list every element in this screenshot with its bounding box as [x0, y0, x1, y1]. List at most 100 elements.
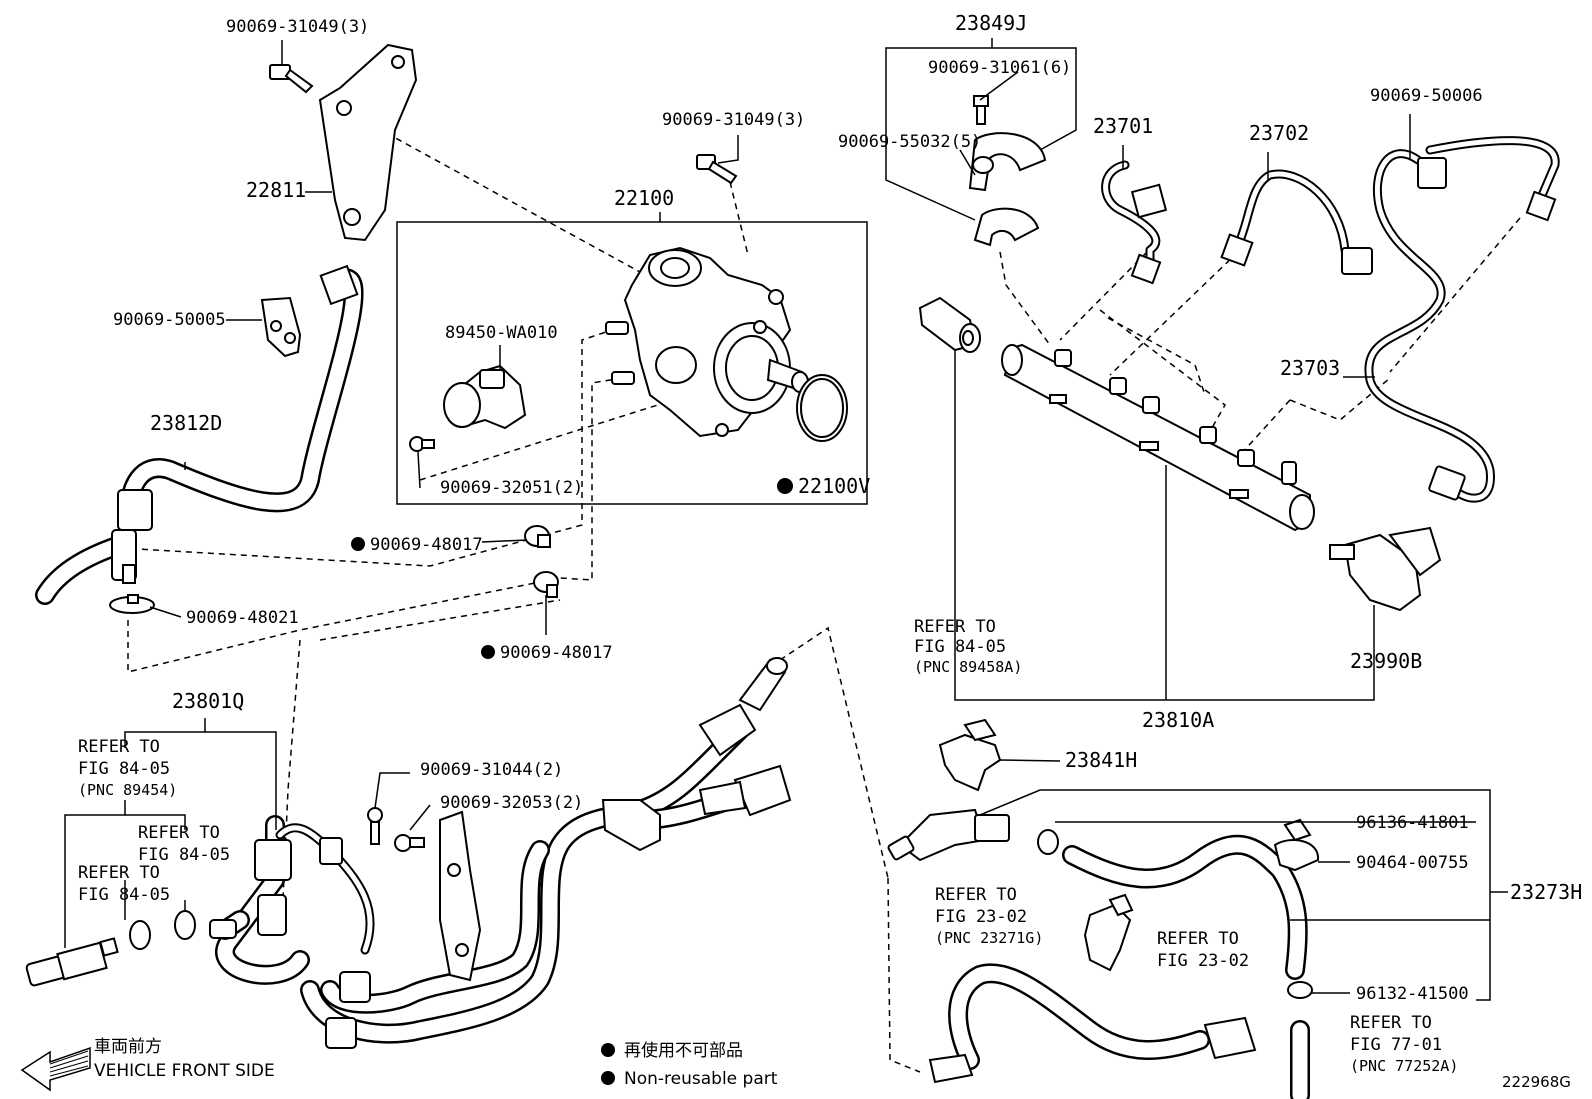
label-90069-31061: 90069-31061(6) — [928, 58, 1071, 78]
refer-note-89458A: REFER TO FIG 84-05 (PNC 89458A) — [914, 617, 1022, 676]
bolt-mid — [696, 154, 738, 185]
clip-55032 — [973, 207, 1040, 247]
bracket-23841H — [938, 718, 1002, 792]
label-23812D: 23812D — [150, 411, 222, 435]
label-90069-32053: 90069-32053(2) — [440, 793, 583, 813]
svg-text:FIG 23-02: FIG 23-02 — [935, 907, 1027, 927]
svg-text:REFER TO: REFER TO — [78, 737, 160, 757]
refer-note-23-02: REFER TO FIG 23-02 — [1157, 929, 1249, 971]
svg-text:FIG 84-05: FIG 84-05 — [138, 845, 230, 865]
harness-23701 — [1101, 160, 1168, 285]
legend-dot-icon — [601, 1071, 615, 1085]
bolt-32051 — [409, 436, 435, 452]
label-90069-48021: 90069-48021 — [186, 608, 299, 628]
valve-23990B — [1329, 526, 1442, 612]
fuel-rail-23810A — [1001, 343, 1315, 532]
valve-89450 — [443, 364, 527, 430]
temp-sensor — [25, 937, 119, 987]
harness-23702 — [1220, 169, 1373, 275]
label-23273H: 23273H — [1510, 880, 1582, 904]
bracket-22811 — [318, 43, 418, 242]
svg-text:(PNC 89458A): (PNC 89458A) — [914, 658, 1022, 676]
refer-note-23271G: REFER TO FIG 23-02 (PNC 23271G) — [935, 885, 1043, 947]
label-23703: 23703 — [1280, 356, 1340, 380]
svg-text:FIG 84-05: FIG 84-05 — [914, 637, 1006, 657]
clip-48017-b — [533, 571, 559, 598]
label-90069-55032: 90069-55032(5) — [838, 132, 981, 152]
label-96136-41801: 96136-41801 — [1356, 813, 1469, 833]
hose-23273H — [1062, 834, 1308, 980]
clamp-90069-50005 — [260, 296, 302, 358]
label-90069-31049-mid: 90069-31049(3) — [662, 110, 805, 130]
legend-nonreusable-en: Non-reusable part — [624, 1069, 778, 1089]
legend-dot-icon — [601, 1043, 615, 1057]
nonreusable-dot-48017-a — [351, 537, 365, 551]
front-arrow-icon — [20, 1046, 91, 1092]
label-90069-50005: 90069-50005 — [113, 310, 226, 330]
label-90069-50006: 90069-50006 — [1370, 86, 1483, 106]
part-labels: 90069-31049(3) 22811 90069-50005 23812D … — [113, 11, 1582, 1004]
refer-note-77252A: REFER TO FIG 77-01 (PNC 77252A) — [1350, 1013, 1458, 1075]
o-ring-left-a — [129, 920, 151, 950]
nonreusable-dot-22100V — [777, 478, 793, 494]
svg-text:FIG 77-01: FIG 77-01 — [1350, 1035, 1442, 1055]
bolt-32053 — [394, 834, 425, 852]
label-22100V: 22100V — [798, 474, 870, 498]
label-23701: 23701 — [1093, 114, 1153, 138]
pressure-sensor — [918, 296, 981, 353]
clip-90069-48021 — [109, 594, 155, 614]
label-90069-48017-a: 90069-48017 — [370, 535, 483, 555]
label-22811: 22811 — [246, 178, 306, 202]
label-89450: 89450-WA010 — [445, 323, 558, 343]
legend-front-en: VEHICLE FRONT SIDE — [94, 1061, 275, 1081]
label-23702: 23702 — [1249, 121, 1309, 145]
clip-96136 — [1037, 829, 1059, 855]
label-90069-48017-b: 90069-48017 — [500, 643, 613, 663]
bolt-top — [269, 64, 314, 94]
legend: 車両前方 VEHICLE FRONT SIDE 再使用不可部品 Non-reus… — [20, 1037, 1571, 1092]
label-23849J: 23849J — [955, 11, 1027, 35]
bracket-23849J — [968, 95, 1047, 192]
label-23810A: 23810A — [1142, 708, 1214, 732]
label-90069-31044: 90069-31044(2) — [420, 760, 563, 780]
legend-front-jp: 車両前方 — [94, 1037, 162, 1057]
svg-text:REFER TO: REFER TO — [914, 617, 996, 637]
o-ring-left-b — [174, 910, 196, 940]
svg-text:FIG 84-05: FIG 84-05 — [78, 885, 170, 905]
clip-96132 — [1287, 981, 1313, 999]
svg-text:REFER TO: REFER TO — [138, 823, 220, 843]
label-96132-41500: 96132-41500 — [1356, 984, 1469, 1004]
refer-notes: REFER TO FIG 84-05 (PNC 89458A) REFER TO… — [78, 617, 1458, 1075]
label-23801Q: 23801Q — [172, 689, 244, 713]
label-90464-00755: 90464-00755 — [1356, 853, 1469, 873]
pump-assembly-box — [396, 221, 868, 505]
hose-23812D — [35, 264, 364, 605]
refer-note-84-05-b: REFER TO FIG 84-05 — [78, 863, 170, 905]
label-23990B: 23990B — [1350, 649, 1422, 673]
clip-48017-a — [524, 525, 551, 548]
label-90069-31049-top: 90069-31049(3) — [226, 17, 369, 37]
tube-23801Q — [209, 815, 375, 985]
label-22100: 22100 — [614, 186, 674, 210]
svg-text:(PNC 23271G): (PNC 23271G) — [935, 929, 1043, 947]
hose-ref-23271G — [928, 963, 1257, 1084]
solid-leader-lines — [64, 38, 1508, 1001]
fuel-connector — [887, 808, 1010, 862]
refer-note-89454: REFER TO FIG 84-05 (PNC 89454) — [78, 737, 177, 799]
label-90069-32051: 90069-32051(2) — [440, 478, 583, 498]
svg-text:FIG 84-05: FIG 84-05 — [78, 759, 170, 779]
svg-text:(PNC 89454): (PNC 89454) — [78, 781, 177, 799]
svg-text:FIG 23-02: FIG 23-02 — [1157, 951, 1249, 971]
diagram-code: 222968G — [1502, 1073, 1571, 1091]
bolt-31044 — [367, 807, 383, 845]
svg-text:REFER TO: REFER TO — [1350, 1013, 1432, 1033]
dashed-leader-lines — [119, 111, 1521, 1073]
label-23841H: 23841H — [1065, 748, 1137, 772]
fuel-pump-22100 — [605, 246, 809, 438]
refer-note-84-05-a: REFER TO FIG 84-05 — [138, 823, 230, 865]
fuel-tube-lower — [300, 657, 792, 1049]
svg-text:(PNC 77252A): (PNC 77252A) — [1350, 1057, 1458, 1075]
svg-text:REFER TO: REFER TO — [1157, 929, 1239, 949]
legend-nonreusable-jp: 再使用不可部品 — [624, 1040, 743, 1061]
